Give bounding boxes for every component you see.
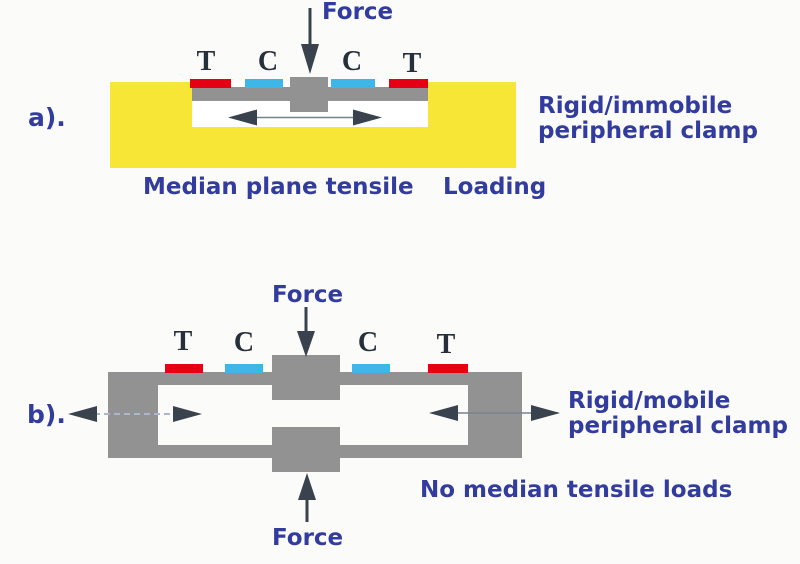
force-label-b-bottom: Force: [272, 525, 344, 551]
caption-b: No median tensile loads: [420, 477, 733, 503]
force-arrow-b-bottom: [298, 473, 316, 522]
frame-right-block-b: [468, 372, 522, 458]
compression-sensor-b-right: [352, 364, 390, 373]
sensor-label-a-t-right: T: [402, 48, 422, 79]
tension-sensor-b-right: [428, 364, 468, 373]
force-arrow-b-top: [297, 307, 315, 357]
clamp-note-b-line2: peripheral clamp: [568, 413, 788, 439]
compression-sensor-a-left: [245, 79, 283, 88]
compression-sensor-a-right: [331, 79, 375, 88]
sensor-label-b-c-left: C: [233, 327, 255, 358]
clamp-note-b: Rigid/mobile peripheral clamp: [568, 389, 788, 439]
sensor-label-b-c-right: C: [357, 327, 379, 358]
sensor-label-a-c-left: C: [257, 46, 279, 77]
caption-a-loading: Loading: [443, 174, 547, 200]
frame-left-block-b: [108, 372, 158, 458]
clamp-note-a: Rigid/immobile peripheral clamp: [538, 94, 758, 144]
tension-sensor-a-left: [190, 79, 231, 88]
center-boss-b-bottom: [272, 427, 340, 472]
sensor-label-b-t-left: T: [173, 326, 193, 357]
sensor-label-a-c-right: C: [341, 46, 363, 77]
center-boss-b-top: [272, 355, 340, 400]
force-arrow-a: [301, 8, 319, 74]
force-label-a: Force: [322, 0, 394, 25]
sensor-label-a-t-left: T: [196, 46, 216, 77]
tension-sensor-b-left: [165, 364, 203, 373]
clamp-note-b-line1: Rigid/mobile: [568, 388, 731, 414]
compression-sensor-b-left: [225, 364, 263, 373]
tension-sensor-a-right: [389, 79, 428, 88]
clamp-note-a-line1: Rigid/immobile: [538, 93, 733, 119]
panel-a-label: a).: [28, 103, 66, 132]
center-boss-a: [290, 77, 328, 112]
panel-b-label: b).: [27, 400, 66, 429]
sensor-label-b-t-right: T: [436, 329, 456, 360]
clamp-note-a-line2: peripheral clamp: [538, 118, 758, 144]
force-label-b-top: Force: [272, 282, 344, 308]
caption-a-main: Median plane tensile: [143, 174, 414, 200]
